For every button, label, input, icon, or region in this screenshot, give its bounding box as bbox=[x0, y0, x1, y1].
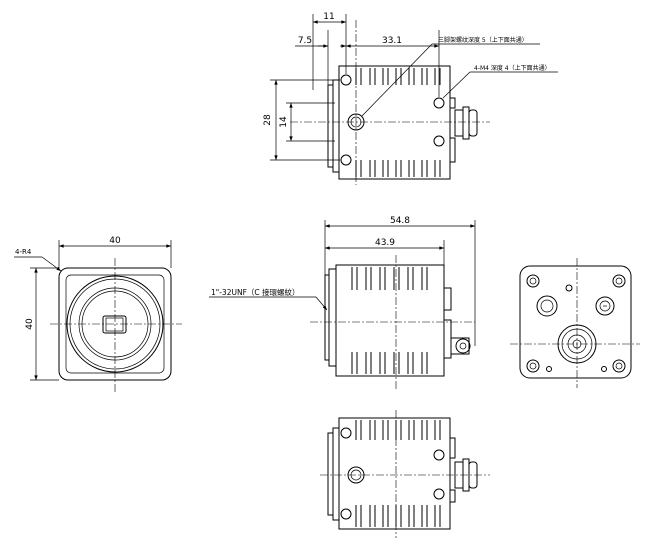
bottom-view-ribs-upper bbox=[355, 420, 441, 440]
top-view: 11 7.5 33.1 28 14 三脚架螺纹深度 5（上下面共通） 4-M4 … bbox=[263, 12, 558, 185]
dim-7-5: 7.5 bbox=[298, 36, 312, 46]
side-view: 54.8 43.9 1"-32UNF（C 接環螺紋） bbox=[209, 216, 476, 390]
m4-hole-icon bbox=[612, 274, 626, 288]
lens-mount-note: 1"-32UNF（C 接環螺紋） bbox=[211, 287, 300, 297]
dc-jack-icon bbox=[595, 296, 615, 316]
rear-view bbox=[510, 258, 640, 388]
m4-hole-icon bbox=[433, 488, 445, 500]
dim-33-1: 33.1 bbox=[382, 36, 402, 46]
m4-hole-icon bbox=[526, 274, 540, 288]
corner-radius-note: 4-R4 bbox=[15, 248, 32, 256]
m4-hole-icon bbox=[612, 359, 626, 373]
m4-hole-icon bbox=[433, 135, 445, 147]
dim-11: 11 bbox=[323, 12, 334, 22]
m4-hole-icon bbox=[340, 427, 352, 439]
m4-hole-icon bbox=[340, 154, 352, 166]
bnc-connector-icon bbox=[455, 338, 471, 354]
dim-54-8: 54.8 bbox=[390, 216, 410, 226]
dim-front-40-width: 40 bbox=[109, 236, 121, 246]
tripod-hole-note: 三脚架螺纹深度 5（上下面共通） bbox=[438, 36, 528, 44]
m4-hole-icon bbox=[526, 359, 540, 373]
side-view-ribs-lower bbox=[351, 352, 428, 374]
dim-14: 14 bbox=[279, 116, 289, 128]
bottom-view-ribs-lower bbox=[355, 505, 441, 527]
m4-hole-icon bbox=[340, 508, 352, 520]
top-view-ribs-lower bbox=[355, 160, 441, 177]
dim-front-40-height: 40 bbox=[25, 318, 35, 330]
m4-hole-icon bbox=[433, 97, 445, 109]
bottom-view bbox=[320, 410, 490, 538]
m4-hole-note: 4-M4 深度 4（上下面共通） bbox=[474, 64, 551, 72]
m4-hole-icon bbox=[433, 449, 445, 461]
led-icon bbox=[565, 284, 573, 292]
front-view: 40 40 4-R4 bbox=[14, 236, 182, 392]
side-view-ribs-upper bbox=[351, 267, 428, 290]
dim-28: 28 bbox=[263, 114, 273, 126]
power-connector-icon bbox=[536, 295, 558, 317]
dim-43-9: 43.9 bbox=[375, 238, 395, 248]
top-view-ribs-upper bbox=[355, 68, 441, 85]
image-sensor-icon bbox=[102, 315, 127, 334]
m4-hole-icon bbox=[340, 74, 352, 86]
